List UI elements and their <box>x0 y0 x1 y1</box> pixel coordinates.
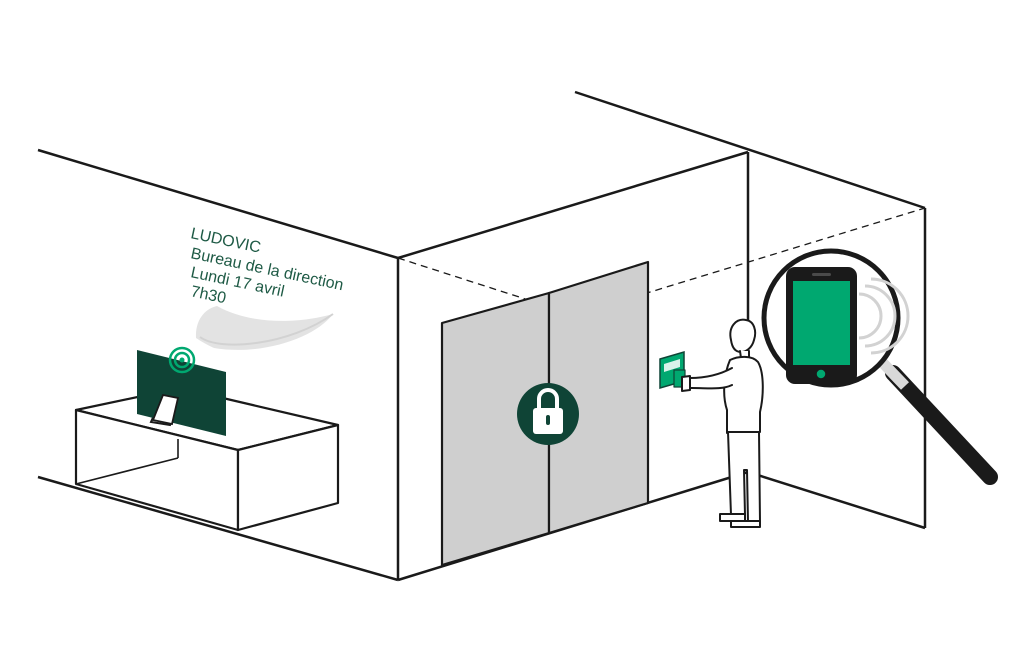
nfc-waves-icon <box>858 277 910 355</box>
padlock-icon <box>517 383 579 445</box>
double-door <box>440 260 650 567</box>
monitor <box>137 350 226 436</box>
nfc-signal-icon <box>168 346 196 374</box>
door-right <box>547 260 650 535</box>
smartphone-icon <box>786 267 857 384</box>
notification-text: LUDOVIC Bureau de la direction Lundi 17 … <box>189 225 345 307</box>
person-silhouette <box>673 318 764 528</box>
speech-bubble <box>195 306 334 350</box>
